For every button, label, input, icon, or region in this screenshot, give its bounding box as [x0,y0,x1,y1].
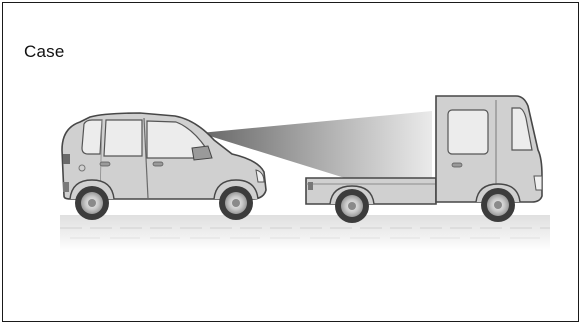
passenger-car-icon [62,113,266,220]
road-surface [60,215,550,251]
